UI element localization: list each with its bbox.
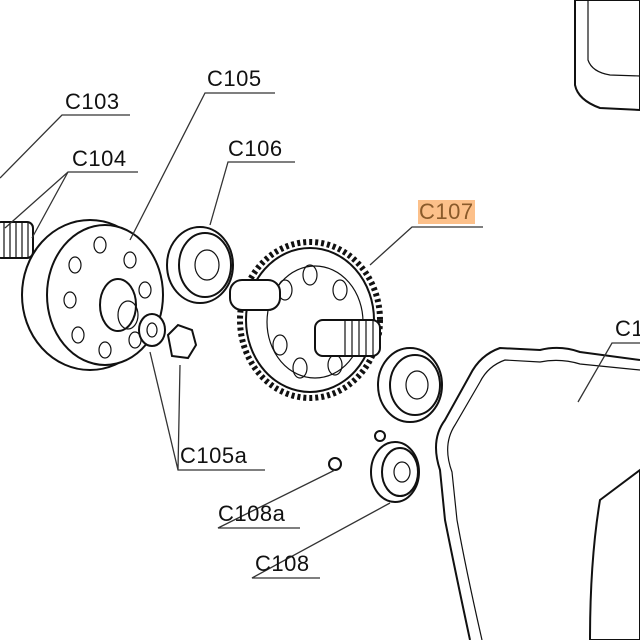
- label-c1-partial[interactable]: C1: [615, 316, 640, 341]
- label-c108[interactable]: C108: [255, 551, 310, 576]
- label-c105[interactable]: C105: [207, 66, 262, 91]
- label-c105a[interactable]: C105a: [180, 443, 248, 468]
- clutch-drum-part-c105: [21, 219, 164, 371]
- label-c108a[interactable]: C108a: [218, 501, 286, 526]
- housing-box-part: [574, 0, 640, 112]
- label-c103[interactable]: C103: [65, 89, 120, 114]
- bearing-part-c106: [166, 226, 234, 304]
- leader-lines: [0, 92, 640, 579]
- shaft-part-c104: [0, 221, 34, 259]
- gear-part-c107: [229, 239, 383, 401]
- label-c104[interactable]: C104: [72, 146, 127, 171]
- label-c107-highlighted[interactable]: C107: [418, 199, 475, 224]
- washer-part-c105a: [138, 313, 166, 347]
- nut-part-c105a: [166, 323, 198, 360]
- bearing-part: [377, 347, 443, 423]
- bearing-part-c108: [370, 441, 420, 503]
- gasket-part: [435, 346, 640, 640]
- label-c106[interactable]: C106: [228, 136, 283, 161]
